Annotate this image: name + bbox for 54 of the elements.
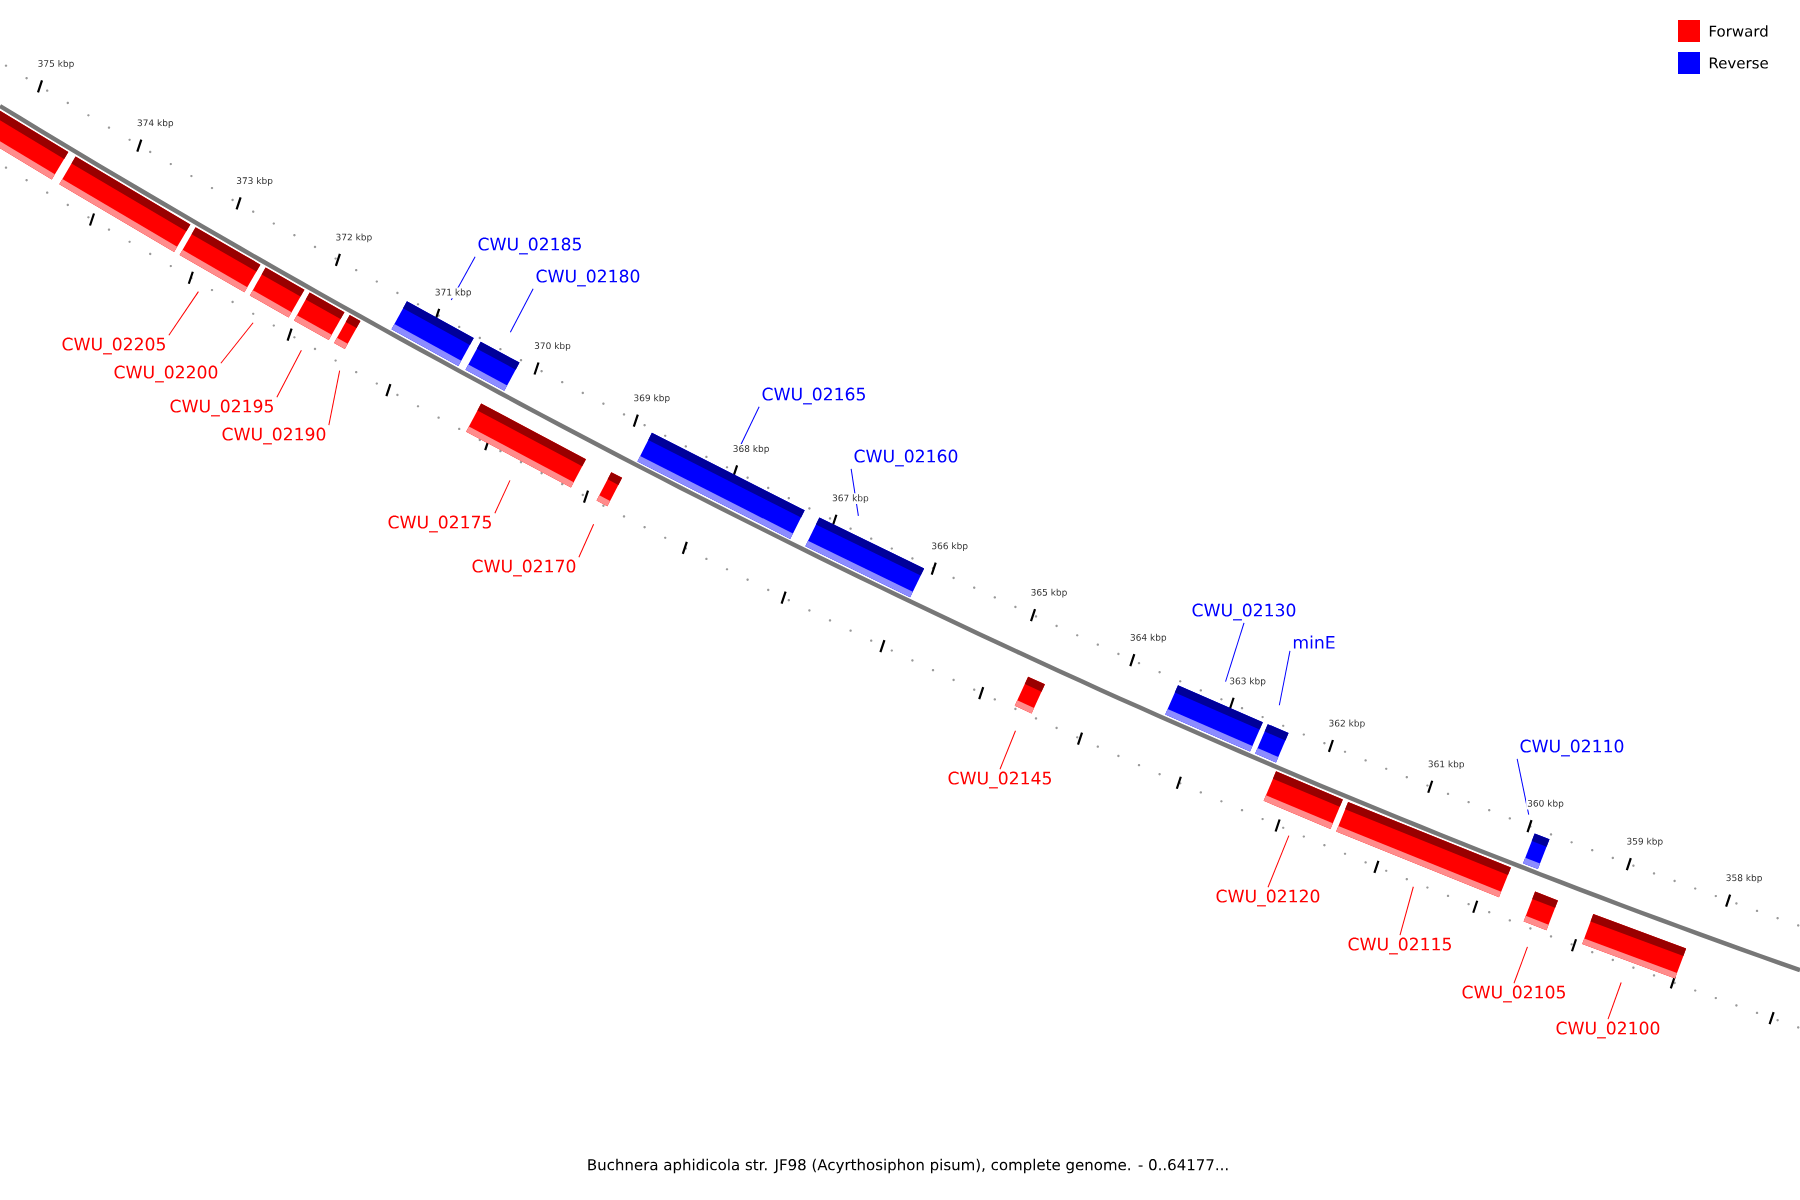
gene-label: CWU_02205 (62, 337, 165, 355)
gene-label: CWU_02105 (1462, 985, 1565, 1003)
gene-block (59, 156, 191, 252)
gene-label: CWU_02110 (1520, 739, 1624, 757)
gene-block (805, 517, 925, 598)
leader-line (450, 256, 476, 301)
gene-label: CWU_02165 (762, 387, 865, 405)
leader-line (276, 349, 302, 398)
gene-block (391, 301, 474, 366)
leader-line (1267, 835, 1290, 888)
gene-label: CWU_02175 (388, 515, 491, 533)
leader-line (578, 523, 595, 558)
gene-block (1523, 833, 1550, 870)
gene-label: CWU_02190 (222, 427, 326, 445)
gene-block (637, 432, 805, 539)
gene-label: CWU_02145 (948, 771, 1051, 789)
gene-block (1255, 724, 1289, 763)
leader-line (850, 468, 859, 517)
gene-label: CWU_02180 (536, 269, 640, 287)
gene-label: CWU_02170 (472, 559, 576, 577)
gene-block (1523, 891, 1558, 931)
gene-block (249, 267, 305, 318)
leader-line (1607, 982, 1622, 1020)
gene-block (0, 110, 69, 180)
gene-label: CWU_02185 (478, 237, 581, 255)
gene-block (1165, 685, 1263, 752)
leader-line (494, 479, 511, 514)
leader-line (1225, 622, 1245, 683)
leader-line (1278, 650, 1291, 706)
leader-line (1513, 946, 1528, 984)
leader-line (509, 288, 534, 333)
gene-block (334, 315, 361, 349)
gene-label: CWU_02100 (1556, 1021, 1660, 1039)
leader-line (1399, 886, 1414, 936)
leader-line (1516, 758, 1530, 816)
gene-block (465, 341, 520, 391)
gene-block (1014, 676, 1045, 714)
gene-block (1263, 771, 1343, 829)
gene-label: CWU_02130 (1192, 603, 1296, 621)
gene-label: CWU_02195 (170, 399, 273, 417)
gene-label: minE (1293, 635, 1335, 649)
leader-line (220, 322, 254, 364)
leader-line (168, 291, 199, 336)
gene-block (466, 403, 586, 488)
leader-line (999, 730, 1016, 770)
gene-block (179, 227, 261, 293)
gene-block (1336, 801, 1511, 898)
gene-label: CWU_02115 (1348, 937, 1451, 955)
gene-label: CWU_02120 (1216, 889, 1320, 907)
gene-label: CWU_02200 (114, 365, 218, 383)
gene-label: CWU_02160 (854, 449, 958, 467)
leader-line (328, 370, 341, 426)
gene-block (1582, 914, 1687, 979)
gene-block (596, 472, 623, 507)
